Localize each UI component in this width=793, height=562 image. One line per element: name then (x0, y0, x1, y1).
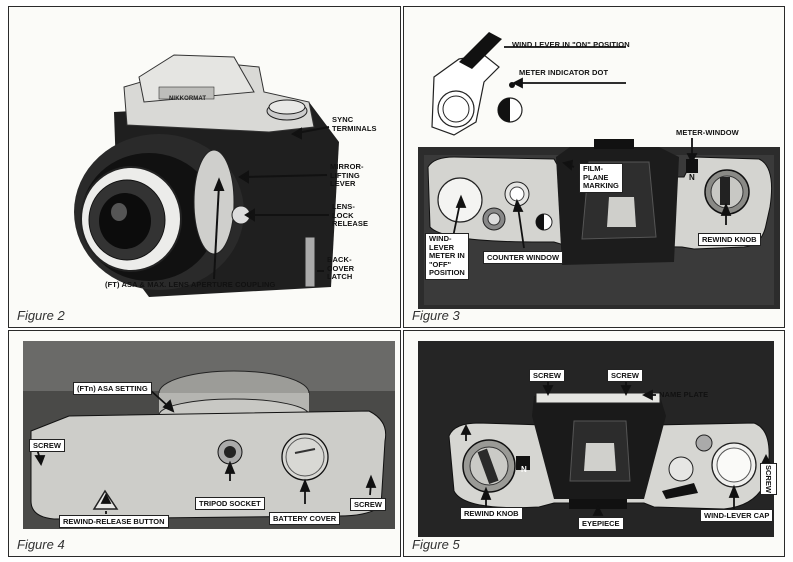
figure-4-panel: (FTn) ASA SETTING SCREW REWIND-RELEASE B… (8, 330, 401, 557)
screw-a-label: SCREW (529, 369, 565, 382)
camera-bottom-illustration (23, 341, 395, 529)
figure-5-caption: Figure 5 (412, 537, 460, 552)
counter-window-label: COUNTER WINDOW (483, 251, 564, 264)
asa-coupling-label: (FT) ASA & MAX. LENS APERTURE COUPLING (105, 280, 276, 289)
tripod-socket-label: TRIPOD SOCKET (195, 497, 265, 510)
rewind-knob-label-fig5: REWIND KNOB (460, 507, 523, 520)
figure-5-panel: N SCREW SCREW NAME PLATE SCREW REWIND KN… (403, 330, 785, 557)
wind-lever-on-label: WIND LEVER IN "ON" POSITION (512, 40, 630, 49)
camera-front-illustration (74, 54, 339, 297)
camera-brand-label: NIKKORMAT (169, 96, 207, 102)
meter-letter-n: N (689, 173, 695, 182)
meter-window-label: METER-WINDOW (676, 128, 739, 137)
name-plate-label: NAME PLATE (659, 390, 709, 399)
figure-2-caption: Figure 2 (17, 308, 65, 323)
screw-side-label: SCREW (760, 463, 777, 495)
rewind-knob-label: REWIND KNOB (698, 233, 761, 246)
meter-letter-n-fig5: N (521, 465, 527, 474)
camera-top-view-illustration (418, 341, 774, 537)
screw-right-label: SCREW (350, 498, 386, 511)
rewind-release-button-label: REWIND-RELEASE BUTTON (59, 515, 169, 528)
meter-indicator-dot-label: METER INDICATOR DOT (519, 68, 609, 77)
wind-lever-cap-label: WIND-LEVER CAP (700, 509, 774, 522)
figure-3-panel: WIND LEVER IN "ON" POSITION METER INDICA… (403, 6, 785, 328)
asa-setting-label: (FTn) ASA SETTING (73, 382, 152, 395)
screw-b-label: SCREW (607, 369, 643, 382)
eyepiece-label: EYEPIECE (578, 517, 624, 530)
battery-cover-label: BATTERY COVER (269, 512, 341, 525)
camera-top-illustration (418, 32, 780, 309)
figure-4-caption: Figure 4 (17, 537, 65, 552)
figure-3-caption: Figure 3 (412, 308, 460, 323)
screw-left-label: SCREW (29, 439, 65, 452)
